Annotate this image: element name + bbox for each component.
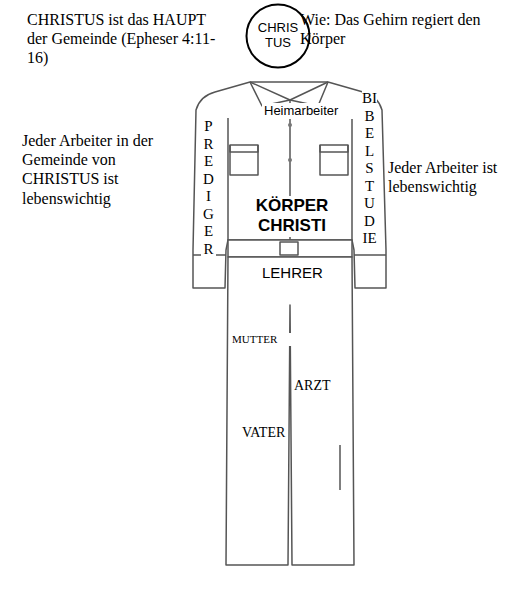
head-note: CHRISTUS ist das HAUPT der Gemeinde (Eph… bbox=[27, 10, 227, 68]
body-title: KÖRPER CHRISTI bbox=[236, 196, 348, 237]
role-label: ARZT bbox=[294, 378, 334, 395]
role-label: MUTTER bbox=[230, 333, 292, 346]
role-label: Heimarbeiter bbox=[262, 103, 356, 119]
role-label: LEHRER bbox=[262, 264, 322, 282]
sleeve-label: BIBELSTUDIE bbox=[362, 90, 377, 248]
brain-note: Wie: Das Gehirn regiert den Körper bbox=[300, 10, 515, 48]
node-text: CHRIS TUS bbox=[254, 21, 302, 51]
sleeve-label: PREDIGER bbox=[201, 118, 216, 258]
worker-note: Jeder Arbeiter in der Gemeinde von CHRIS… bbox=[22, 131, 194, 208]
worker-note: Jeder Arbeiter ist lebenswichtig bbox=[388, 158, 520, 196]
role-label: VATER bbox=[242, 425, 286, 442]
